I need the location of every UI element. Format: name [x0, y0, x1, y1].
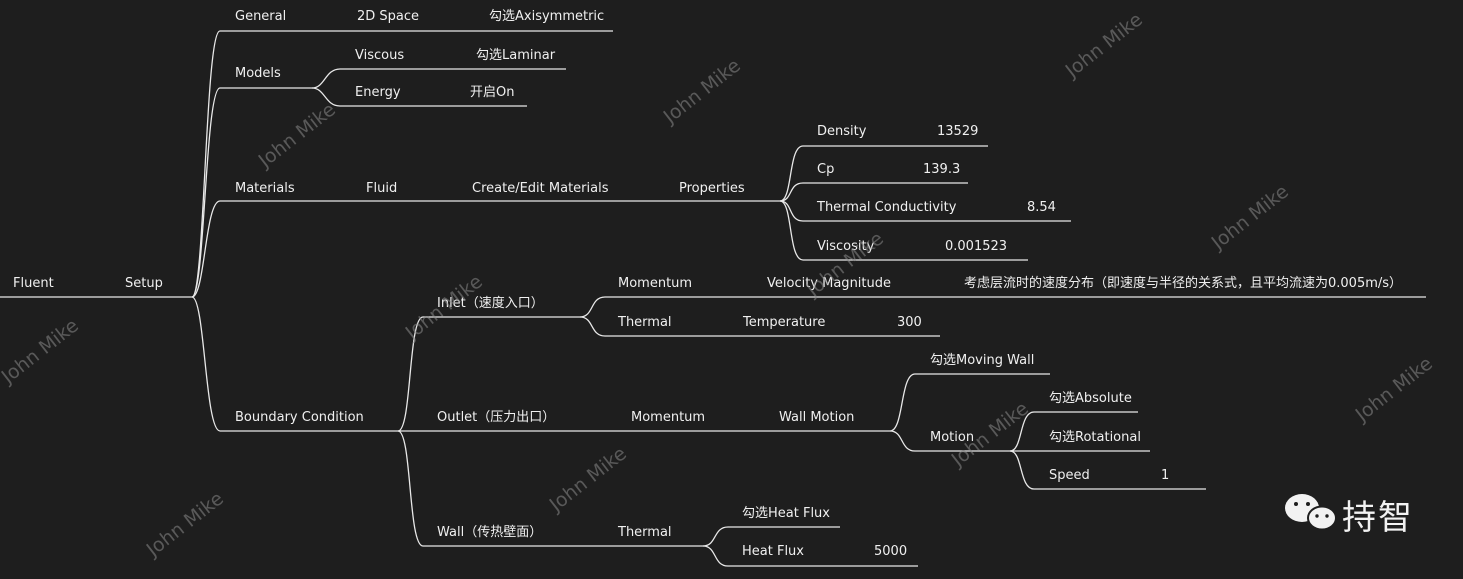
node-fluid: Fluid [366, 181, 397, 196]
node-setup: Setup [125, 276, 163, 291]
node-viscosity: Viscosity [817, 239, 875, 254]
node-density: Density [817, 124, 867, 139]
node-rotational: 勾选Rotational [1049, 430, 1141, 445]
watermark: John Mike [1351, 353, 1437, 427]
node-properties: Properties [679, 181, 745, 196]
value-viscosity: 0.001523 [945, 239, 1007, 254]
node-heat-flux: Heat Flux [742, 544, 804, 559]
node-general: General [235, 9, 286, 24]
node-temperature: Temperature [742, 315, 825, 330]
value-speed: 1 [1161, 468, 1169, 483]
node-motion: Motion [930, 430, 974, 445]
wechat-icon [1285, 494, 1337, 531]
node-energy-on: 开启On [470, 85, 514, 100]
brand-name: 持智 [1342, 498, 1414, 538]
node-wall-motion: Wall Motion [779, 410, 854, 425]
node-2d-space: 2D Space [357, 9, 419, 24]
node-models: Models [235, 66, 281, 81]
node-boundary-condition: Boundary Condition [235, 410, 364, 425]
node-energy: Energy [355, 85, 401, 100]
mindmap-labels: Fluent Setup General 2D Space 勾选Axisymme… [13, 9, 1402, 559]
node-cp: Cp [817, 162, 834, 177]
node-laminar: 勾选Laminar [476, 48, 556, 63]
node-wall: Wall（传热壁面） [437, 525, 542, 540]
node-inlet-momentum: Momentum [618, 276, 692, 291]
watermark: John Mike [0, 315, 83, 389]
node-speed: Speed [1049, 468, 1090, 483]
watermark: John Mike [254, 99, 340, 173]
node-velocity-description: 考虑层流时的速度分布（即速度与半径的关系式，且平均流速为0.005m/s） [964, 275, 1402, 291]
node-thermal-conductivity: Thermal Conductivity [816, 200, 957, 215]
value-temperature: 300 [897, 315, 922, 330]
watermark: John Mike [1061, 9, 1147, 83]
node-viscous: Viscous [355, 48, 404, 63]
node-create-edit: Create/Edit Materials [472, 181, 609, 196]
node-inlet-thermal: Thermal [617, 315, 672, 330]
node-velocity-magnitude: Velocity Magnitude [767, 276, 891, 291]
watermark: John Mike [142, 488, 228, 562]
value-density: 13529 [937, 124, 978, 139]
node-absolute: 勾选Absolute [1049, 391, 1132, 406]
node-wall-thermal: Thermal [617, 525, 672, 540]
value-thermal-conductivity: 8.54 [1027, 200, 1056, 215]
node-outlet: Outlet（压力出口） [437, 410, 555, 425]
watermark: John Mike [659, 55, 745, 129]
value-cp: 139.3 [923, 162, 960, 177]
mindmap-edges [0, 30, 1426, 567]
node-heat-flux-option: 勾选Heat Flux [742, 506, 830, 521]
watermark: John Mike [1207, 181, 1293, 255]
value-heat-flux: 5000 [874, 544, 907, 559]
node-axisymmetric: 勾选Axisymmetric [489, 9, 604, 24]
node-outlet-momentum: Momentum [631, 410, 705, 425]
watermark: John Mike [545, 443, 631, 517]
node-fluent: Fluent [13, 276, 54, 291]
node-moving-wall: 勾选Moving Wall [930, 353, 1034, 368]
node-inlet: Inlet（速度入口） [437, 295, 544, 311]
node-materials: Materials [235, 181, 295, 196]
